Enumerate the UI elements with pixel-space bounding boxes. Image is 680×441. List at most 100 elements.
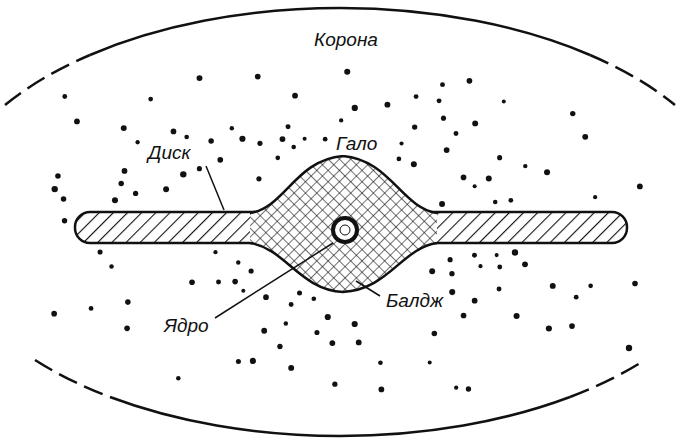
halo-star (454, 131, 459, 136)
halo-star (588, 284, 593, 289)
halo-star (428, 361, 432, 365)
halo-star (441, 116, 446, 121)
halo-star (98, 250, 103, 255)
halo-star (574, 295, 579, 300)
part-label: Корона (312, 30, 380, 51)
halo-star (148, 97, 153, 102)
halo-star (118, 181, 123, 186)
halo-star (626, 345, 632, 351)
halo-star (582, 134, 588, 140)
halo-star (472, 120, 478, 126)
halo-star (289, 302, 294, 307)
halo-star (239, 136, 245, 142)
halo-star (51, 311, 57, 317)
halo-star (461, 175, 467, 181)
bulge-fill (250, 156, 437, 292)
halo-star (61, 196, 66, 201)
halo-star (569, 323, 575, 329)
halo-star (297, 290, 302, 295)
halo-star (314, 330, 319, 335)
halo-star (461, 313, 467, 319)
halo-star (514, 313, 520, 319)
halo-star (261, 328, 267, 334)
halo-star (257, 141, 262, 146)
bulge-outline (250, 156, 437, 213)
halo-star (448, 257, 453, 262)
halo-star (256, 176, 261, 181)
halo-star (486, 175, 492, 181)
bulge-outline (250, 243, 437, 292)
halo-star (454, 386, 458, 390)
part-label: Гало (334, 134, 379, 155)
part-label: Балдж (384, 291, 445, 312)
halo-star (432, 331, 438, 337)
halo-star (378, 360, 383, 365)
halo-star (303, 137, 307, 141)
halo-star (323, 137, 328, 142)
halo-star (135, 140, 139, 144)
halo-star (509, 198, 514, 203)
halo-star (397, 157, 402, 162)
halo-star (522, 261, 528, 267)
halo-star (414, 94, 419, 99)
corona-outline (90, 8, 590, 55)
halo-star (216, 280, 221, 285)
halo-star (356, 340, 362, 346)
nucleus (333, 218, 357, 242)
halo-star (213, 250, 217, 254)
halo-star (176, 376, 181, 381)
halo-star (280, 136, 286, 142)
leader-line (356, 281, 380, 296)
halo-star (189, 279, 195, 285)
halo-star (497, 287, 502, 292)
halo-star (399, 141, 403, 145)
halo-star (466, 386, 471, 391)
halo-star (232, 279, 238, 285)
halo-star (352, 105, 358, 111)
halo-star (286, 124, 291, 129)
halo-star (292, 93, 298, 99)
halo-star (112, 197, 118, 203)
halo-star (208, 138, 213, 143)
halo-star (593, 195, 597, 199)
halo-star (125, 299, 131, 305)
halo-star (197, 75, 203, 81)
halo-star (412, 124, 417, 129)
corona-outline (570, 360, 645, 397)
halo-star (478, 264, 482, 268)
halo-star (473, 184, 477, 188)
halo-star (163, 186, 169, 192)
halo-star (249, 268, 254, 273)
halo-star (236, 260, 240, 264)
halo-star (411, 161, 417, 167)
halo-star (570, 111, 575, 116)
halo-star (284, 321, 288, 325)
halo-star (449, 289, 455, 295)
halo-star (352, 321, 358, 327)
halo-star (344, 69, 350, 75)
halo-star (275, 155, 280, 160)
halo-star (429, 268, 435, 274)
halo-star (277, 344, 282, 349)
corona-outline (110, 397, 570, 436)
halo-star (55, 173, 61, 179)
halo-star (544, 169, 550, 175)
halo-star (291, 145, 296, 150)
halo-star (449, 271, 454, 276)
halo-star (497, 155, 502, 160)
halo-star (550, 283, 556, 289)
leader-line (206, 166, 224, 210)
halo-star (497, 265, 502, 270)
halo-star (263, 294, 269, 300)
halo-star (171, 129, 177, 135)
halo-star (495, 253, 499, 257)
halo-star (52, 186, 58, 192)
halo-star (74, 119, 80, 125)
halo-star (437, 98, 442, 103)
leader-line (215, 243, 333, 318)
halo-star (236, 359, 241, 364)
halo-star (255, 74, 261, 80)
halo-star (184, 135, 189, 140)
part-label: Диск (146, 143, 192, 164)
